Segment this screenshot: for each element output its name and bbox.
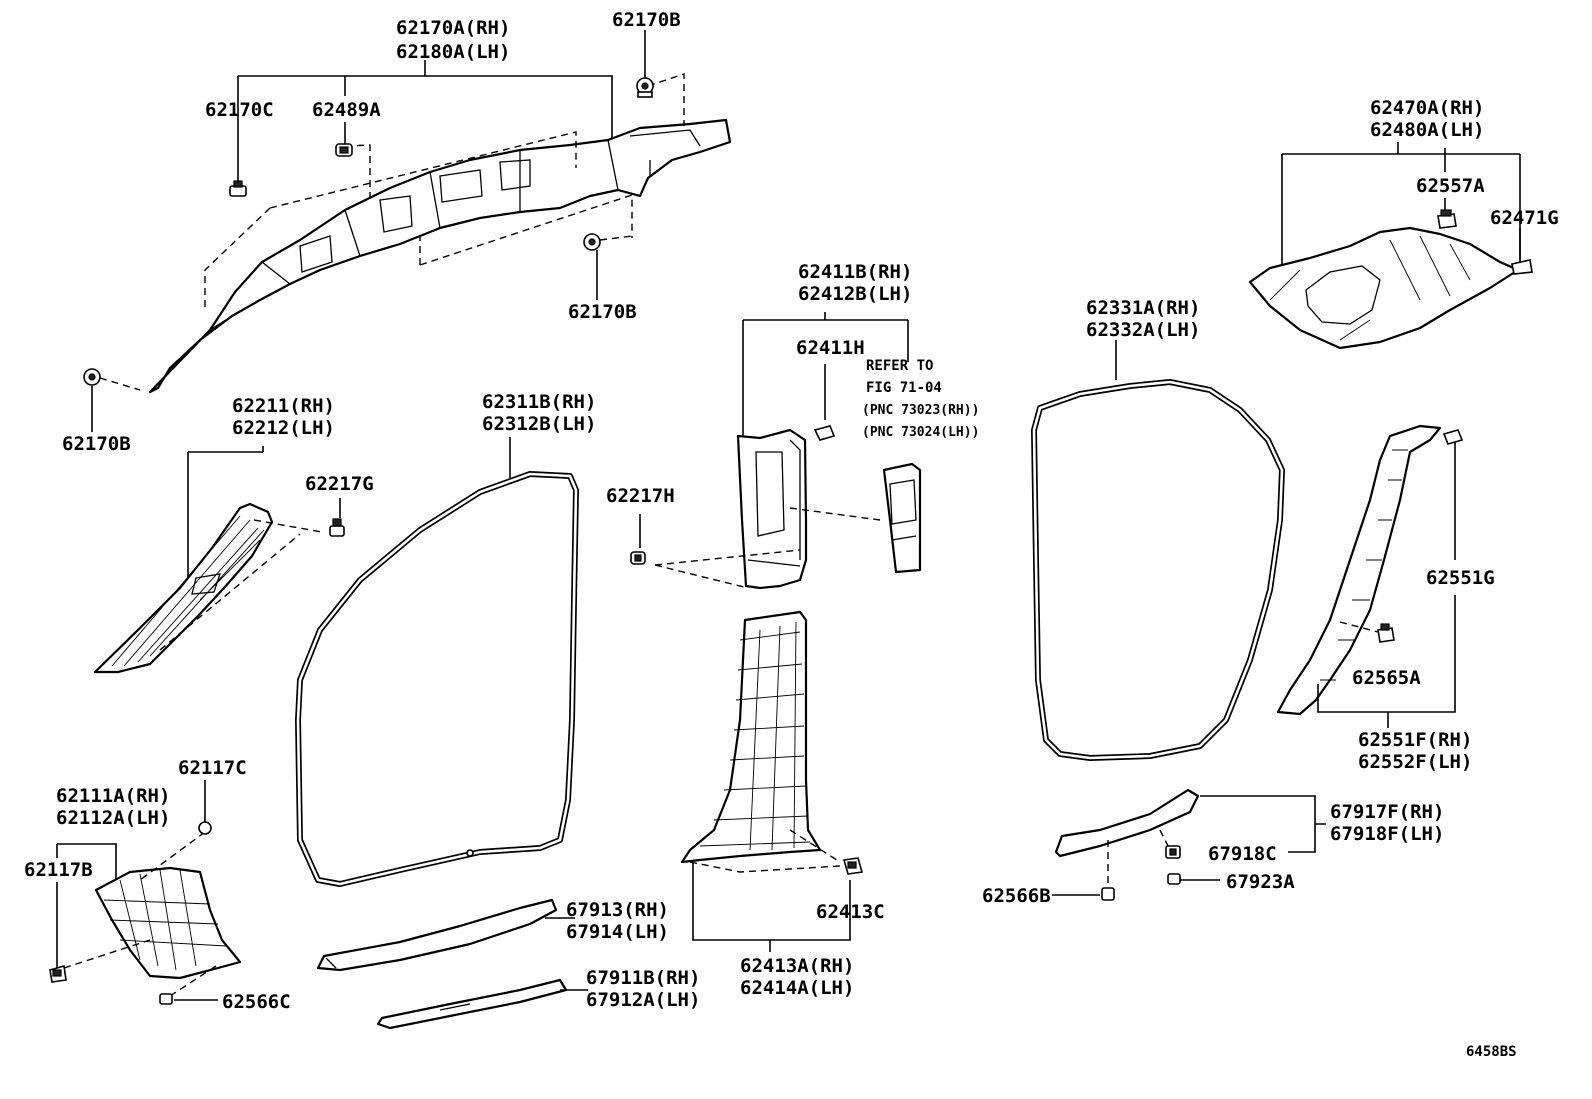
clip-62217G bbox=[329, 518, 345, 537]
rear-quarter-upper-trim-group bbox=[1248, 142, 1533, 350]
label-67918F: 67918F(LH) bbox=[1330, 823, 1444, 845]
roof-side-inner-garnish bbox=[148, 118, 732, 394]
rear-scuff-plate bbox=[1054, 788, 1200, 858]
rear-pillar-garnish-group bbox=[1276, 424, 1464, 728]
front-pillar-garnish bbox=[93, 502, 274, 674]
clip-62566B bbox=[1052, 887, 1115, 901]
label-62311B: 62311B(RH) bbox=[482, 391, 596, 413]
label-62112A: 62112A(LH) bbox=[56, 807, 170, 829]
rear-quarter-upper-trim bbox=[1248, 226, 1520, 350]
label-62411B: 62411B(RH) bbox=[798, 261, 912, 283]
label-62211: 62211(RH) bbox=[232, 395, 335, 417]
center-pillar-upper-group bbox=[630, 312, 922, 590]
label-62117C: 62117C bbox=[178, 757, 247, 779]
clip-62413C bbox=[842, 857, 864, 875]
clip-62489A bbox=[335, 143, 353, 157]
center-pillar-upper-garnish bbox=[736, 428, 808, 590]
label-62217H: 62217H bbox=[606, 485, 675, 507]
clip-67923A bbox=[1167, 873, 1220, 885]
label-62217G: 62217G bbox=[305, 473, 374, 495]
label-62111A: 62111A(RH) bbox=[56, 785, 170, 807]
clip-62117B bbox=[49, 964, 67, 983]
front-pillar-garnish-group bbox=[93, 446, 345, 674]
label-refer-to: REFER TO bbox=[866, 358, 933, 374]
label-fig: FIG 71-04 bbox=[866, 380, 942, 396]
label-62170B-left: 62170B bbox=[62, 433, 131, 455]
label-62413C: 62413C bbox=[816, 901, 885, 923]
center-pillar-lower-garnish bbox=[680, 610, 822, 864]
label-62566B: 62566B bbox=[982, 885, 1051, 907]
front-scuff-plate-group bbox=[316, 898, 588, 1030]
label-62565A: 62565A bbox=[1352, 667, 1421, 689]
label-62170B-top: 62170B bbox=[612, 9, 681, 31]
clip-62170B-left bbox=[83, 368, 101, 432]
label-62470A: 62470A(RH) bbox=[1370, 97, 1484, 119]
label-67913: 67913(RH) bbox=[566, 899, 669, 921]
label-62489A: 62489A bbox=[312, 99, 381, 121]
clip-62117C bbox=[198, 821, 212, 835]
cowl-side-trim-group bbox=[49, 780, 242, 1005]
label-62557A: 62557A bbox=[1416, 175, 1485, 197]
label-67923A: 67923A bbox=[1226, 871, 1295, 893]
front-door-weatherstrip bbox=[295, 437, 579, 887]
label-62170B-mid: 62170B bbox=[568, 301, 637, 323]
clip-62551G bbox=[1442, 429, 1464, 445]
label-62480A: 62480A(LH) bbox=[1370, 119, 1484, 141]
rear-pillar-garnish bbox=[1276, 424, 1442, 716]
label-62170A: 62170A(RH) bbox=[396, 17, 510, 39]
switch-reference-part bbox=[882, 462, 922, 574]
label-67918C: 67918C bbox=[1208, 843, 1277, 865]
clip-67918C bbox=[1165, 845, 1181, 859]
label-62551G: 62551G bbox=[1426, 567, 1495, 589]
label-62212: 62212(LH) bbox=[232, 417, 335, 439]
label-62552F: 62552F(LH) bbox=[1358, 751, 1472, 773]
clip-62566C bbox=[159, 993, 218, 1005]
rear-door-weatherstrip bbox=[1031, 340, 1285, 761]
label-62117B: 62117B bbox=[24, 859, 93, 881]
label-62566C: 62566C bbox=[222, 991, 291, 1013]
center-pillar-lower-group bbox=[680, 610, 864, 952]
label-62180A: 62180A(LH) bbox=[396, 41, 510, 63]
label-62332A: 62332A(LH) bbox=[1086, 319, 1200, 341]
cowl-side-trim bbox=[94, 866, 242, 980]
label-67911B: 67911B(RH) bbox=[586, 967, 700, 989]
label-pnc-rh: (PNC 73023(RH)) bbox=[862, 403, 979, 418]
rear-scuff-plate-group bbox=[1052, 788, 1326, 901]
label-62412B: 62412B(LH) bbox=[798, 283, 912, 305]
label-67914: 67914(LH) bbox=[566, 921, 669, 943]
label-62170C: 62170C bbox=[205, 99, 274, 121]
clip-62170B-top bbox=[636, 30, 654, 98]
clip-62557A bbox=[1437, 209, 1457, 229]
clip-62170B-mid bbox=[583, 233, 601, 300]
clip-62565A bbox=[1377, 623, 1395, 643]
label-67917F: 67917F(RH) bbox=[1330, 801, 1444, 823]
label-67912A: 67912A(LH) bbox=[586, 989, 700, 1011]
label-62413A: 62413A(RH) bbox=[740, 955, 854, 977]
label-62414A: 62414A(LH) bbox=[740, 977, 854, 999]
label-62471G: 62471G bbox=[1490, 207, 1559, 229]
clip-62471G bbox=[1511, 228, 1533, 275]
label-62411H: 62411H bbox=[796, 337, 865, 359]
front-scuff-plate-67913 bbox=[316, 898, 558, 972]
label-62551F: 62551F(RH) bbox=[1358, 729, 1472, 751]
roof-side-garnish-group bbox=[83, 30, 732, 432]
clip-62411H bbox=[813, 425, 836, 441]
label-62331A: 62331A(RH) bbox=[1086, 297, 1200, 319]
label-62312B: 62312B(LH) bbox=[482, 413, 596, 435]
clip-62170C bbox=[229, 180, 247, 197]
front-door-scuff-plate-67911B bbox=[376, 978, 568, 1030]
illustration-code: 6458BS bbox=[1466, 1044, 1517, 1060]
label-pnc-lh: (PNC 73024(LH)) bbox=[862, 425, 979, 440]
clip-62217H bbox=[630, 514, 646, 565]
